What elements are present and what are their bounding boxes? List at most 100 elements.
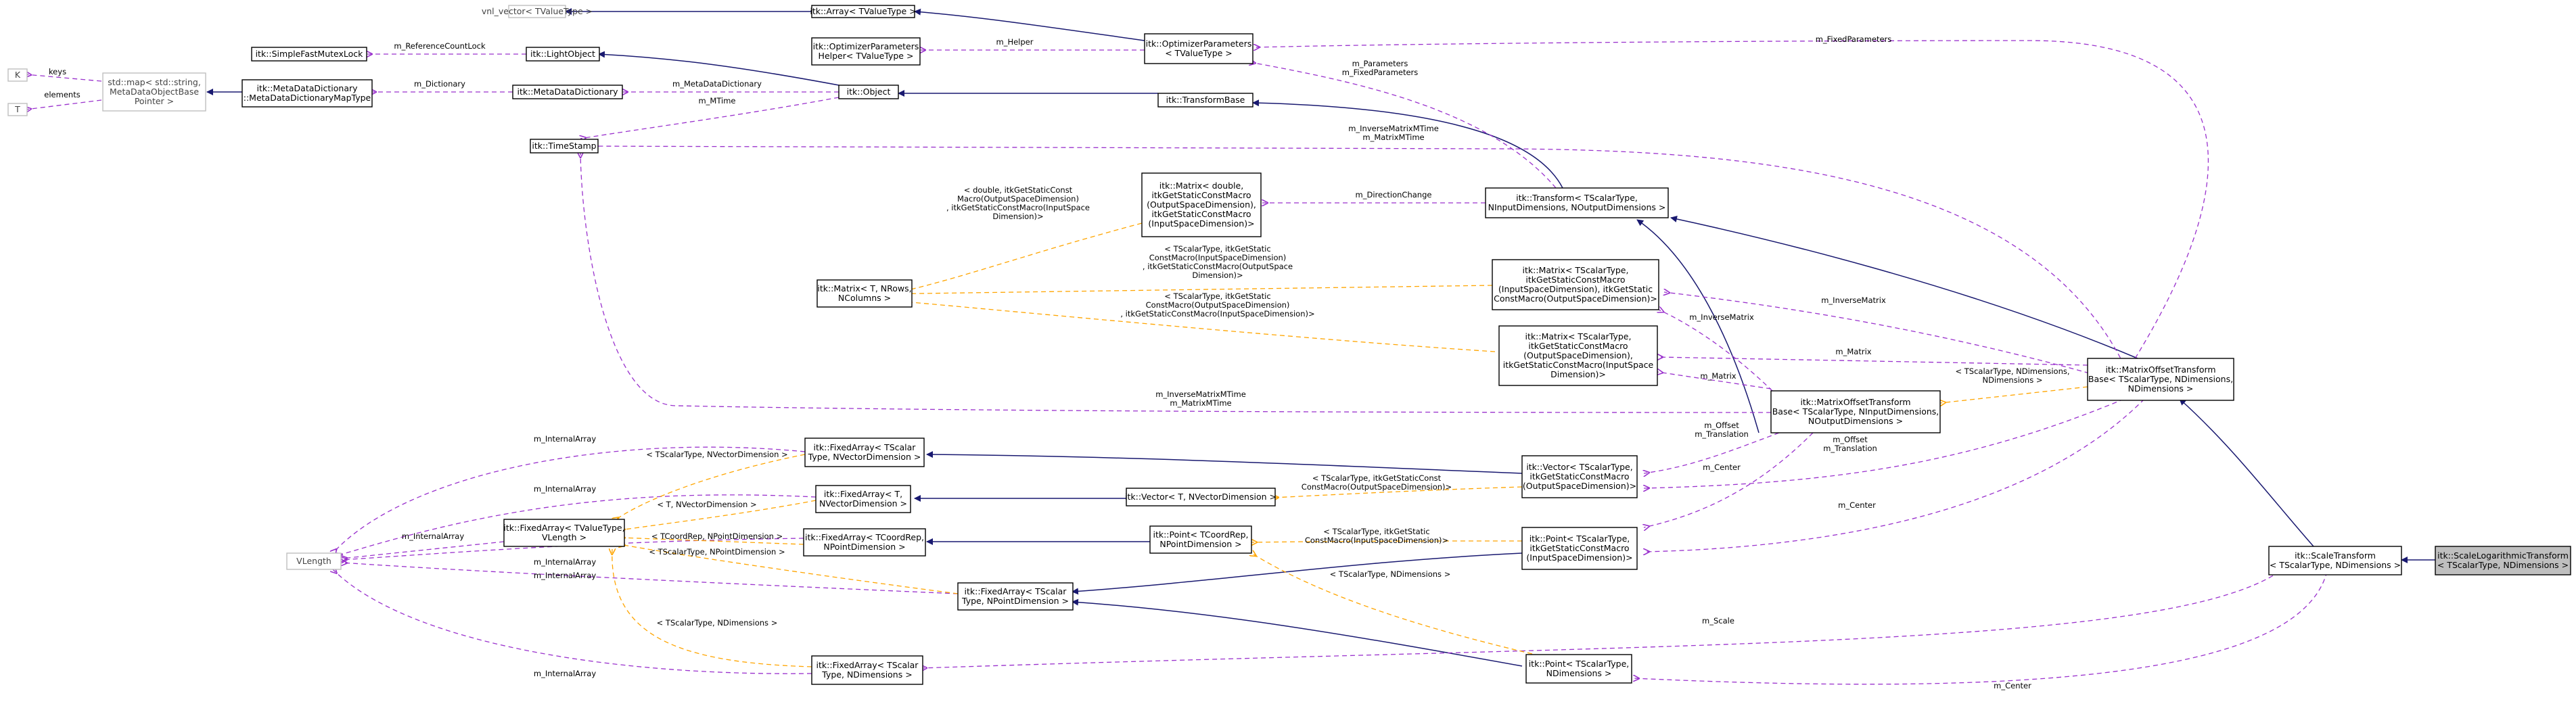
class-node-box [1485, 187, 1669, 218]
edge-label: < TScalarType, itkGetStatic [1164, 244, 1270, 254]
class-node-timestamp[interactable]: itk::TimeStamp [530, 139, 599, 154]
edge-label: < TScalarType, itkGetStatic [1164, 291, 1270, 301]
class-node-matrixdouble[interactable]: itk::Matrix< double,itkGetStaticConstMac… [1141, 172, 1262, 237]
class-node-vectorTN[interactable]: itk::Vector< T, NVectorDimension > [1125, 488, 1276, 506]
class-node-box [2268, 546, 2402, 575]
edge-tpl-tsoi [873, 299, 1496, 352]
class-node-object[interactable]: itk::Object [838, 85, 899, 99]
edge-label: m_InternalArray [534, 557, 596, 567]
class-node-label: T [14, 104, 20, 114]
edge-label: m_Translation [1823, 444, 1877, 453]
edge-member-elements [26, 99, 102, 110]
edge-member-intarr6 [333, 569, 812, 674]
class-node-label: itk::FixedArray< T, [824, 489, 902, 499]
class-node-stdmap[interactable]: std::map< std::string,MetaDataObjectBase… [102, 72, 206, 112]
class-node-pointCoord[interactable]: itk::Point< TCoordRep,NPointDimension > [1149, 525, 1252, 554]
edge-label: m_InternalArray [534, 669, 596, 678]
class-node-fixedCoord[interactable]: itk::FixedArray< TCoordRep,NPointDimensi… [803, 528, 926, 557]
class-node-label: itk::MatrixOffsetTransform [2105, 364, 2215, 375]
edge-member-invmtime-mid [580, 152, 1772, 413]
edge-member-center-l [1644, 432, 1814, 527]
class-node-label: NInputDimensions, NOutputDimensions > [1488, 202, 1666, 212]
edge-tpl-dbl [873, 222, 1143, 298]
class-node-T[interactable]: T [7, 103, 28, 116]
class-node-box [811, 37, 921, 66]
class-node-arrayT[interactable]: itk::Array< TValueType > [810, 5, 917, 18]
class-node-vlength[interactable]: VLength [286, 552, 342, 570]
class-node-scale[interactable]: itk::ScaleTransform< TScalarType, NDimen… [2268, 546, 2402, 575]
class-node-box [811, 5, 915, 18]
edges [26, 8, 2435, 685]
edge-inherit-vectorS-fixedVec [926, 451, 1523, 474]
class-node-label: itkGetStaticConstMacro [1530, 471, 1629, 481]
edge-tpl-tsnv [614, 454, 806, 521]
class-node-label: (OutputSpaceDimension)> [1523, 481, 1636, 491]
class-node-optparam[interactable]: itk::OptimizerParameters< TValueType > [1144, 33, 1254, 64]
edge-label: < TScalarType, NDimensions, [1955, 367, 2069, 376]
edge-inherit-object-lightobj [598, 51, 840, 86]
edge-label: , itkGetStaticConstMacro(InputSpaceDimen… [1120, 309, 1314, 318]
class-node-label: itk::MetaDataDictionary [517, 87, 618, 97]
class-node-label: vnl_vector< TValueType > [482, 6, 593, 16]
class-node-lightobj[interactable]: itk::LightObject [526, 47, 600, 62]
class-node-label: itk::Matrix< TScalarType, [1523, 265, 1629, 275]
class-node-scalelog[interactable]: itk::ScaleLogarithmicTransform< TScalarT… [2435, 546, 2571, 575]
edge-label: elements [44, 90, 80, 99]
edge-label: m_MTime [698, 96, 735, 105]
class-node-label: MetaDataObjectBase [110, 87, 199, 97]
edge-label: < TScalarType, NPointDimension > [649, 547, 785, 557]
class-node-label: itk::FixedArray< TScalar [965, 586, 1067, 596]
class-node-pointS[interactable]: itk::Point< TScalarType,itkGetStaticCons… [1521, 527, 1638, 570]
edge-label: m_InternalArray [534, 484, 596, 494]
edge-label: m_InternalArray [402, 532, 464, 541]
edge-label: m_Center [1703, 463, 1741, 472]
class-node-matrixIO[interactable]: itk::Matrix< TScalarType,itkGetStaticCon… [1492, 259, 1659, 310]
class-node-label: itk::Vector< TScalarType, [1526, 462, 1632, 472]
edge-label: m_InverseMatrix [1689, 312, 1754, 322]
class-node-vnlvec[interactable]: vnl_vector< TValueType > [482, 5, 593, 18]
class-node-label: < TScalarType, NDimensions > [2270, 560, 2401, 570]
edge-label: m_InverseMatrixMTime [1155, 390, 1246, 399]
edge-label: m_Scale [1702, 616, 1734, 626]
class-node-fixedTN[interactable]: itk::FixedArray< T,NVectorDimension > [815, 485, 911, 513]
edge-label: m_MatrixMTime [1362, 133, 1424, 142]
edge-label: m_Center [1994, 681, 2031, 690]
class-node-fixedPoint[interactable]: itk::FixedArray< TScalarType, NPointDime… [957, 582, 1074, 611]
class-node-transformbase[interactable]: itk::TransformBase [1157, 93, 1254, 108]
class-node-box [508, 5, 566, 18]
edge-inherit-optparam-array [914, 8, 1145, 41]
class-node-label: itk::Point< TScalarType, [1529, 659, 1630, 669]
class-node-pointND[interactable]: itk::Point< TScalarType,NDimensions > [1525, 654, 1632, 684]
class-node-label: Dimension)> [1550, 369, 1606, 379]
edge-label: Dimension)> [992, 212, 1043, 221]
class-node-fixedVec[interactable]: itk::FixedArray< TScalarType, NVectorDim… [804, 438, 925, 467]
class-node-box [530, 139, 599, 154]
class-node-vectorS[interactable]: itk::Vector< TScalarType,itkGetStaticCon… [1521, 455, 1638, 498]
class-node-label: itk::ScaleLogarithmicTransform [2437, 550, 2569, 561]
class-node-label: itk::FixedArray< TCoordRep, [805, 532, 924, 542]
class-node-transform[interactable]: itk::Transform< TScalarType,NInputDimens… [1485, 187, 1669, 218]
class-node-fixedND[interactable]: itk::FixedArray< TScalarType, NDimension… [811, 655, 923, 685]
class-node-simplefast[interactable]: itk::SimpleFastMutexLock [251, 47, 367, 62]
edge-labels: keyselementsm_ReferenceCountLockm_Dictio… [44, 34, 2069, 690]
class-node-label: Type, NVectorDimension > [808, 452, 921, 462]
class-node-K[interactable]: K [7, 68, 28, 82]
class-node-box [2435, 546, 2571, 575]
class-node-box [804, 438, 925, 467]
edge-tpl-tsnd-fa [612, 549, 812, 667]
class-node-label: itkGetStaticConstMacro [1151, 209, 1251, 219]
class-node-metadict[interactable]: itk::MetaDataDictionary::MetaDataDiction… [242, 79, 373, 108]
class-node-label: itk::MatrixOffsetTransform [1800, 397, 1910, 407]
class-node-label: NOutputDimensions > [1808, 416, 1903, 426]
edge-label: ConstMacro(InputSpaceDimension) [1149, 253, 1287, 262]
class-node-metadict2[interactable]: itk::MetaDataDictionary [512, 85, 623, 99]
class-node-matrixOI[interactable]: itk::Matrix< TScalarType,itkGetStaticCon… [1498, 325, 1658, 386]
class-node-matrixTNR[interactable]: itk::Matrix< T, NRows,NColumns > [816, 279, 913, 308]
edge-inherit-scale-motbase [2179, 398, 2314, 547]
edge-member-keys [26, 74, 102, 82]
class-node-fixedV[interactable]: itk::FixedArray< TValueType,VLength > [503, 519, 625, 547]
